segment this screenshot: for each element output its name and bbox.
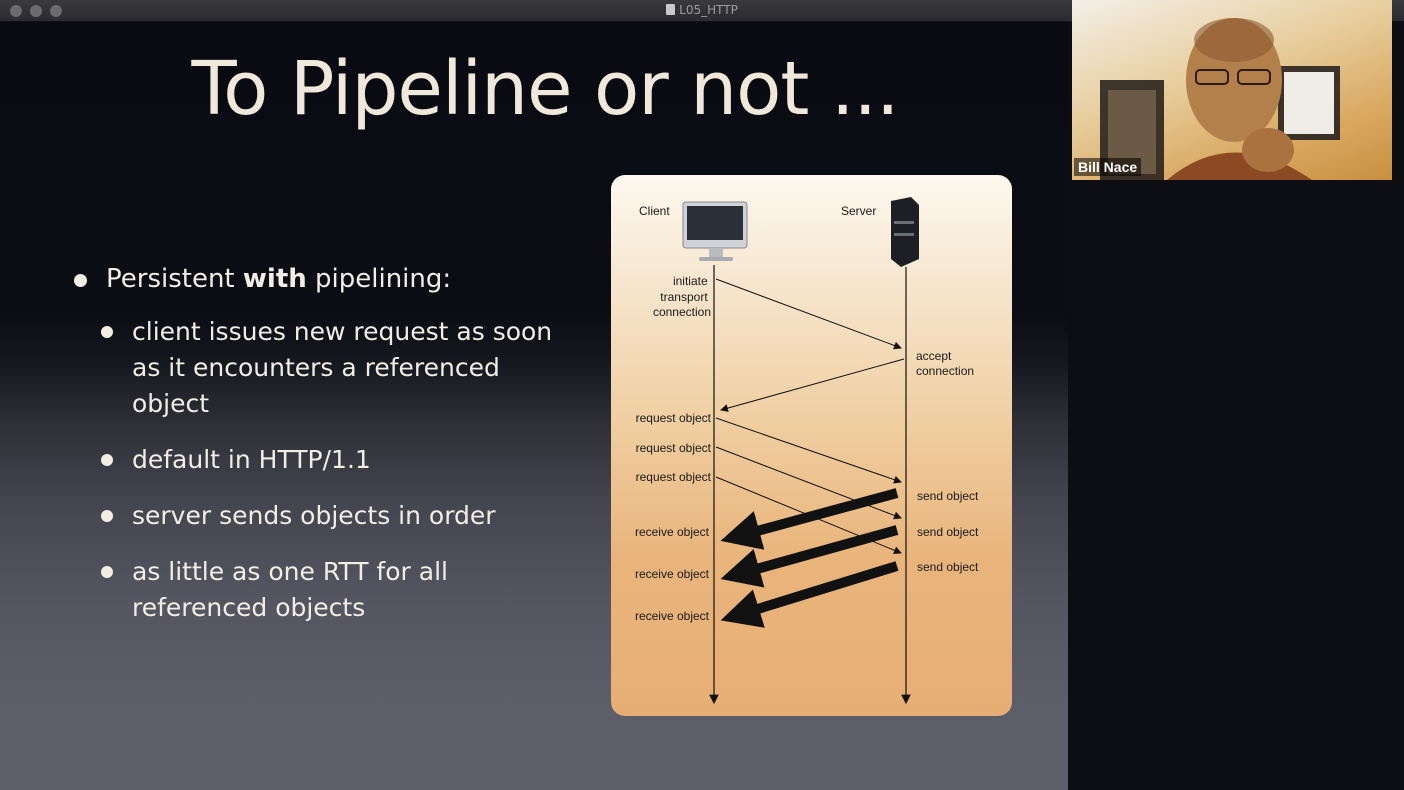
document-icon xyxy=(666,4,676,15)
sub-bullet: server sends objects in order xyxy=(66,498,566,534)
webcam-video-tile[interactable]: Bill Nace xyxy=(1072,0,1392,180)
send-label-3: send object xyxy=(917,560,979,574)
accept-label: accept connection xyxy=(916,349,974,378)
receive-label-2: receive object xyxy=(635,567,710,581)
webcam-video-feed xyxy=(1100,18,1340,180)
request-label-1: request object xyxy=(636,411,712,425)
send-label-2: send object xyxy=(917,525,979,539)
request-label-3: request object xyxy=(636,470,712,484)
sub-bullet: client issues new request as soon as it … xyxy=(66,314,566,422)
response-arrow-2 xyxy=(720,525,899,588)
presentation-slide: To Pipeline or not ... Persistent with p… xyxy=(0,22,1068,790)
bullet-main: Persistent with pipelining: xyxy=(66,262,566,296)
request-label-2: request object xyxy=(636,441,712,455)
diagram-canvas: Client Server initiate transport connect… xyxy=(635,197,979,705)
receive-label-1: receive object xyxy=(635,525,710,539)
slide-title: To Pipeline or not ... xyxy=(191,46,899,132)
sub-bullet: as little as one RTT for all referenced … xyxy=(66,554,566,626)
accept-arrow xyxy=(720,358,905,412)
window-title-text: L05_HTTP xyxy=(679,3,738,17)
request-arrow-2 xyxy=(715,446,902,520)
request-arrow-1 xyxy=(715,417,902,484)
window-title: L05_HTTP xyxy=(0,3,1404,17)
server-label: Server xyxy=(841,204,876,218)
bullet-list: Persistent with pipelining: client issue… xyxy=(66,262,566,626)
sub-bullet: default in HTTP/1.1 xyxy=(66,442,566,478)
participant-name-label: Bill Nace xyxy=(1074,158,1142,176)
bullet-main-prefix: Persistent xyxy=(106,264,243,294)
response-arrow-3 xyxy=(720,561,899,628)
receive-label-3: receive object xyxy=(635,609,710,623)
client-label: Client xyxy=(639,204,670,218)
bullet-main-bold: with xyxy=(242,264,307,294)
response-arrow-1 xyxy=(720,488,899,550)
zoom-window-button[interactable] xyxy=(50,5,62,17)
send-label-1: send object xyxy=(917,489,979,503)
minimize-window-button[interactable] xyxy=(30,5,42,17)
pipelining-sequence-diagram: Client Server initiate transport connect… xyxy=(611,175,1012,716)
close-window-button[interactable] xyxy=(10,5,22,17)
server-icon xyxy=(891,197,919,267)
client-computer-icon xyxy=(682,201,748,261)
initiate-label: initiate transport connection xyxy=(653,274,711,319)
window-titlebar: L05_HTTP xyxy=(0,0,1404,22)
syn-arrow xyxy=(715,278,902,350)
bullet-main-suffix: pipelining: xyxy=(306,264,452,294)
